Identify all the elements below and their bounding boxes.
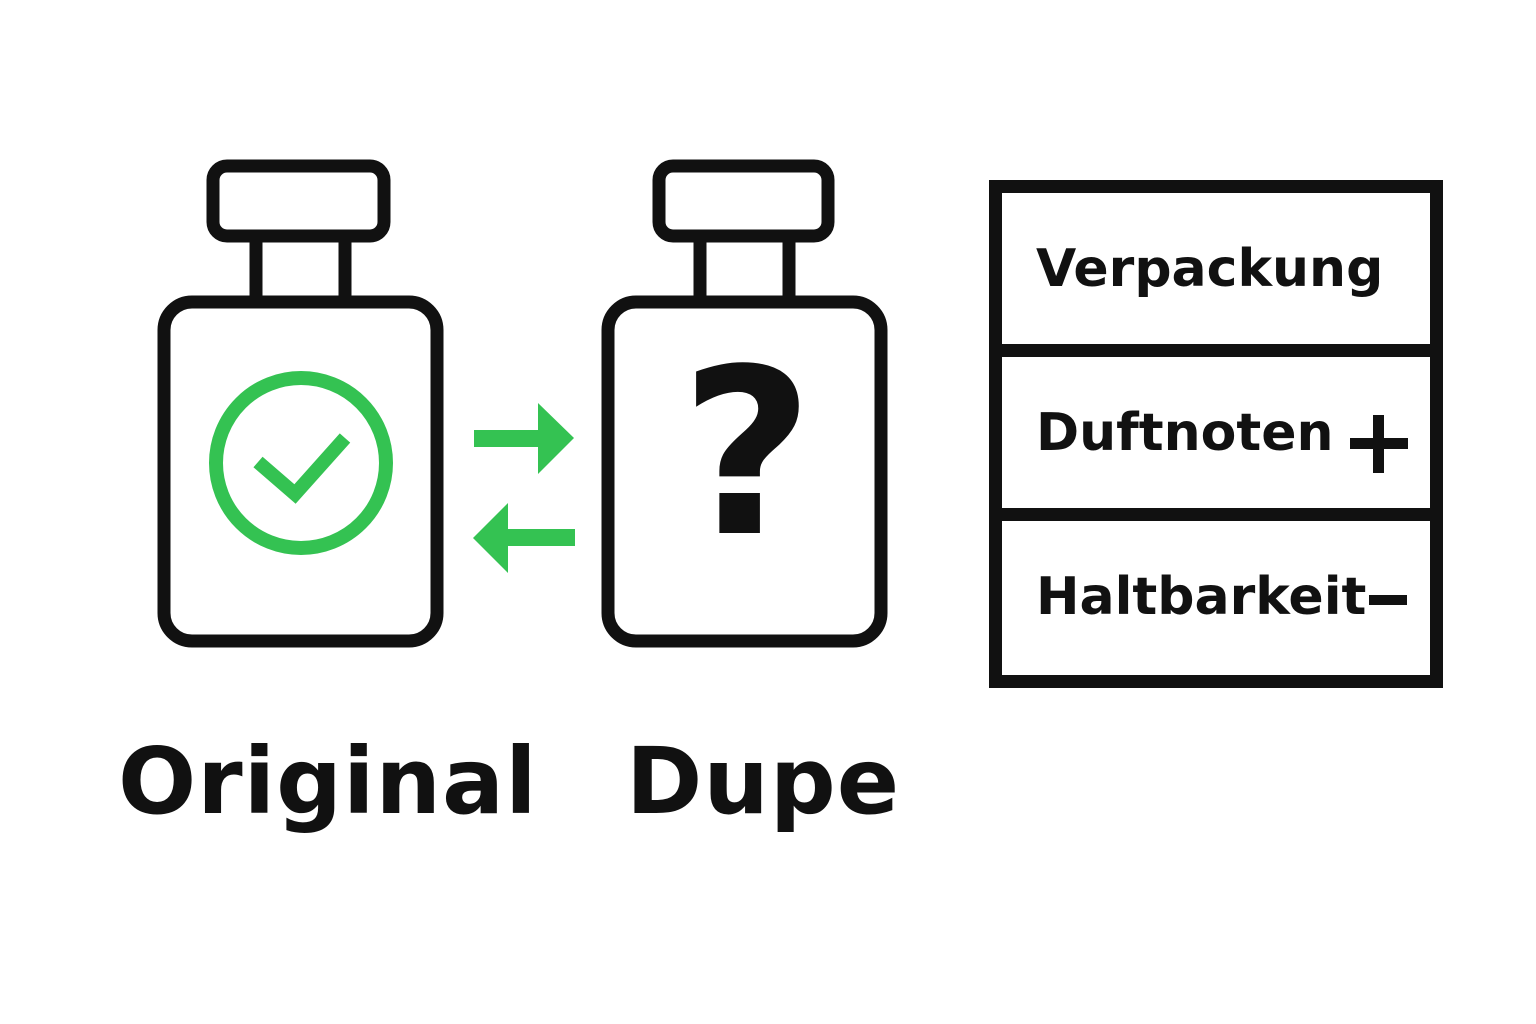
- original-label: Original: [118, 728, 538, 835]
- divider: [1002, 344, 1430, 357]
- question-mark-icon: ?: [680, 321, 814, 588]
- minus-icon: [1369, 595, 1407, 605]
- row-haltbarkeit: Haltbarkeit: [1002, 521, 1430, 672]
- row-label: Haltbarkeit: [1036, 566, 1367, 627]
- dupe-label: Dupe: [626, 728, 901, 835]
- comparison-panel: Verpackung Duftnoten Haltbarkeit: [989, 180, 1443, 688]
- row-verpackung: Verpackung: [1002, 193, 1430, 344]
- divider: [1002, 508, 1430, 521]
- plus-icon: [1350, 415, 1408, 473]
- row-duftnoten: Duftnoten: [1002, 357, 1430, 508]
- row-label: Verpackung: [1036, 238, 1384, 299]
- row-label: Duftnoten: [1036, 402, 1334, 463]
